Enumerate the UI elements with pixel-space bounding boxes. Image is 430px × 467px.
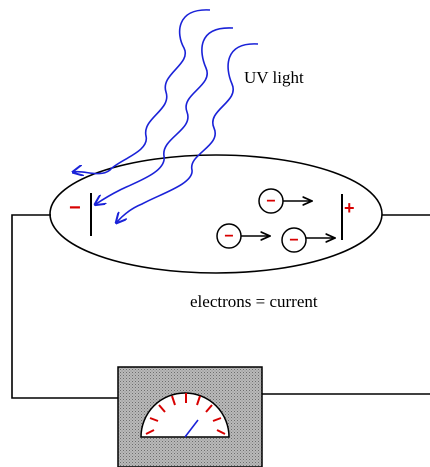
left-wire xyxy=(11,214,118,399)
uv-wave-icon xyxy=(74,9,211,174)
ammeter xyxy=(117,366,263,467)
electrons-current-label: electrons = current xyxy=(190,292,318,311)
uv-light-label: UV light xyxy=(244,68,304,87)
ammeter-gauge-icon xyxy=(140,392,230,438)
uv-light-waves xyxy=(74,9,259,222)
circuit-wires xyxy=(11,214,430,399)
negative-electrode-sign: − xyxy=(69,197,81,219)
vacuum-tube xyxy=(49,154,383,274)
electron-icon: − xyxy=(281,227,307,253)
electron-icon: − xyxy=(258,188,284,214)
uv-wave-icon xyxy=(96,27,234,204)
electron-icon: − xyxy=(216,223,242,249)
electron-sign: − xyxy=(289,232,298,249)
electrons: − − − xyxy=(216,188,335,253)
meter-needle xyxy=(184,419,199,438)
uv-wave-icon xyxy=(117,43,259,222)
positive-electrode-sign: + xyxy=(344,198,355,218)
electron-sign: − xyxy=(266,193,275,210)
electron-sign: − xyxy=(224,228,233,245)
